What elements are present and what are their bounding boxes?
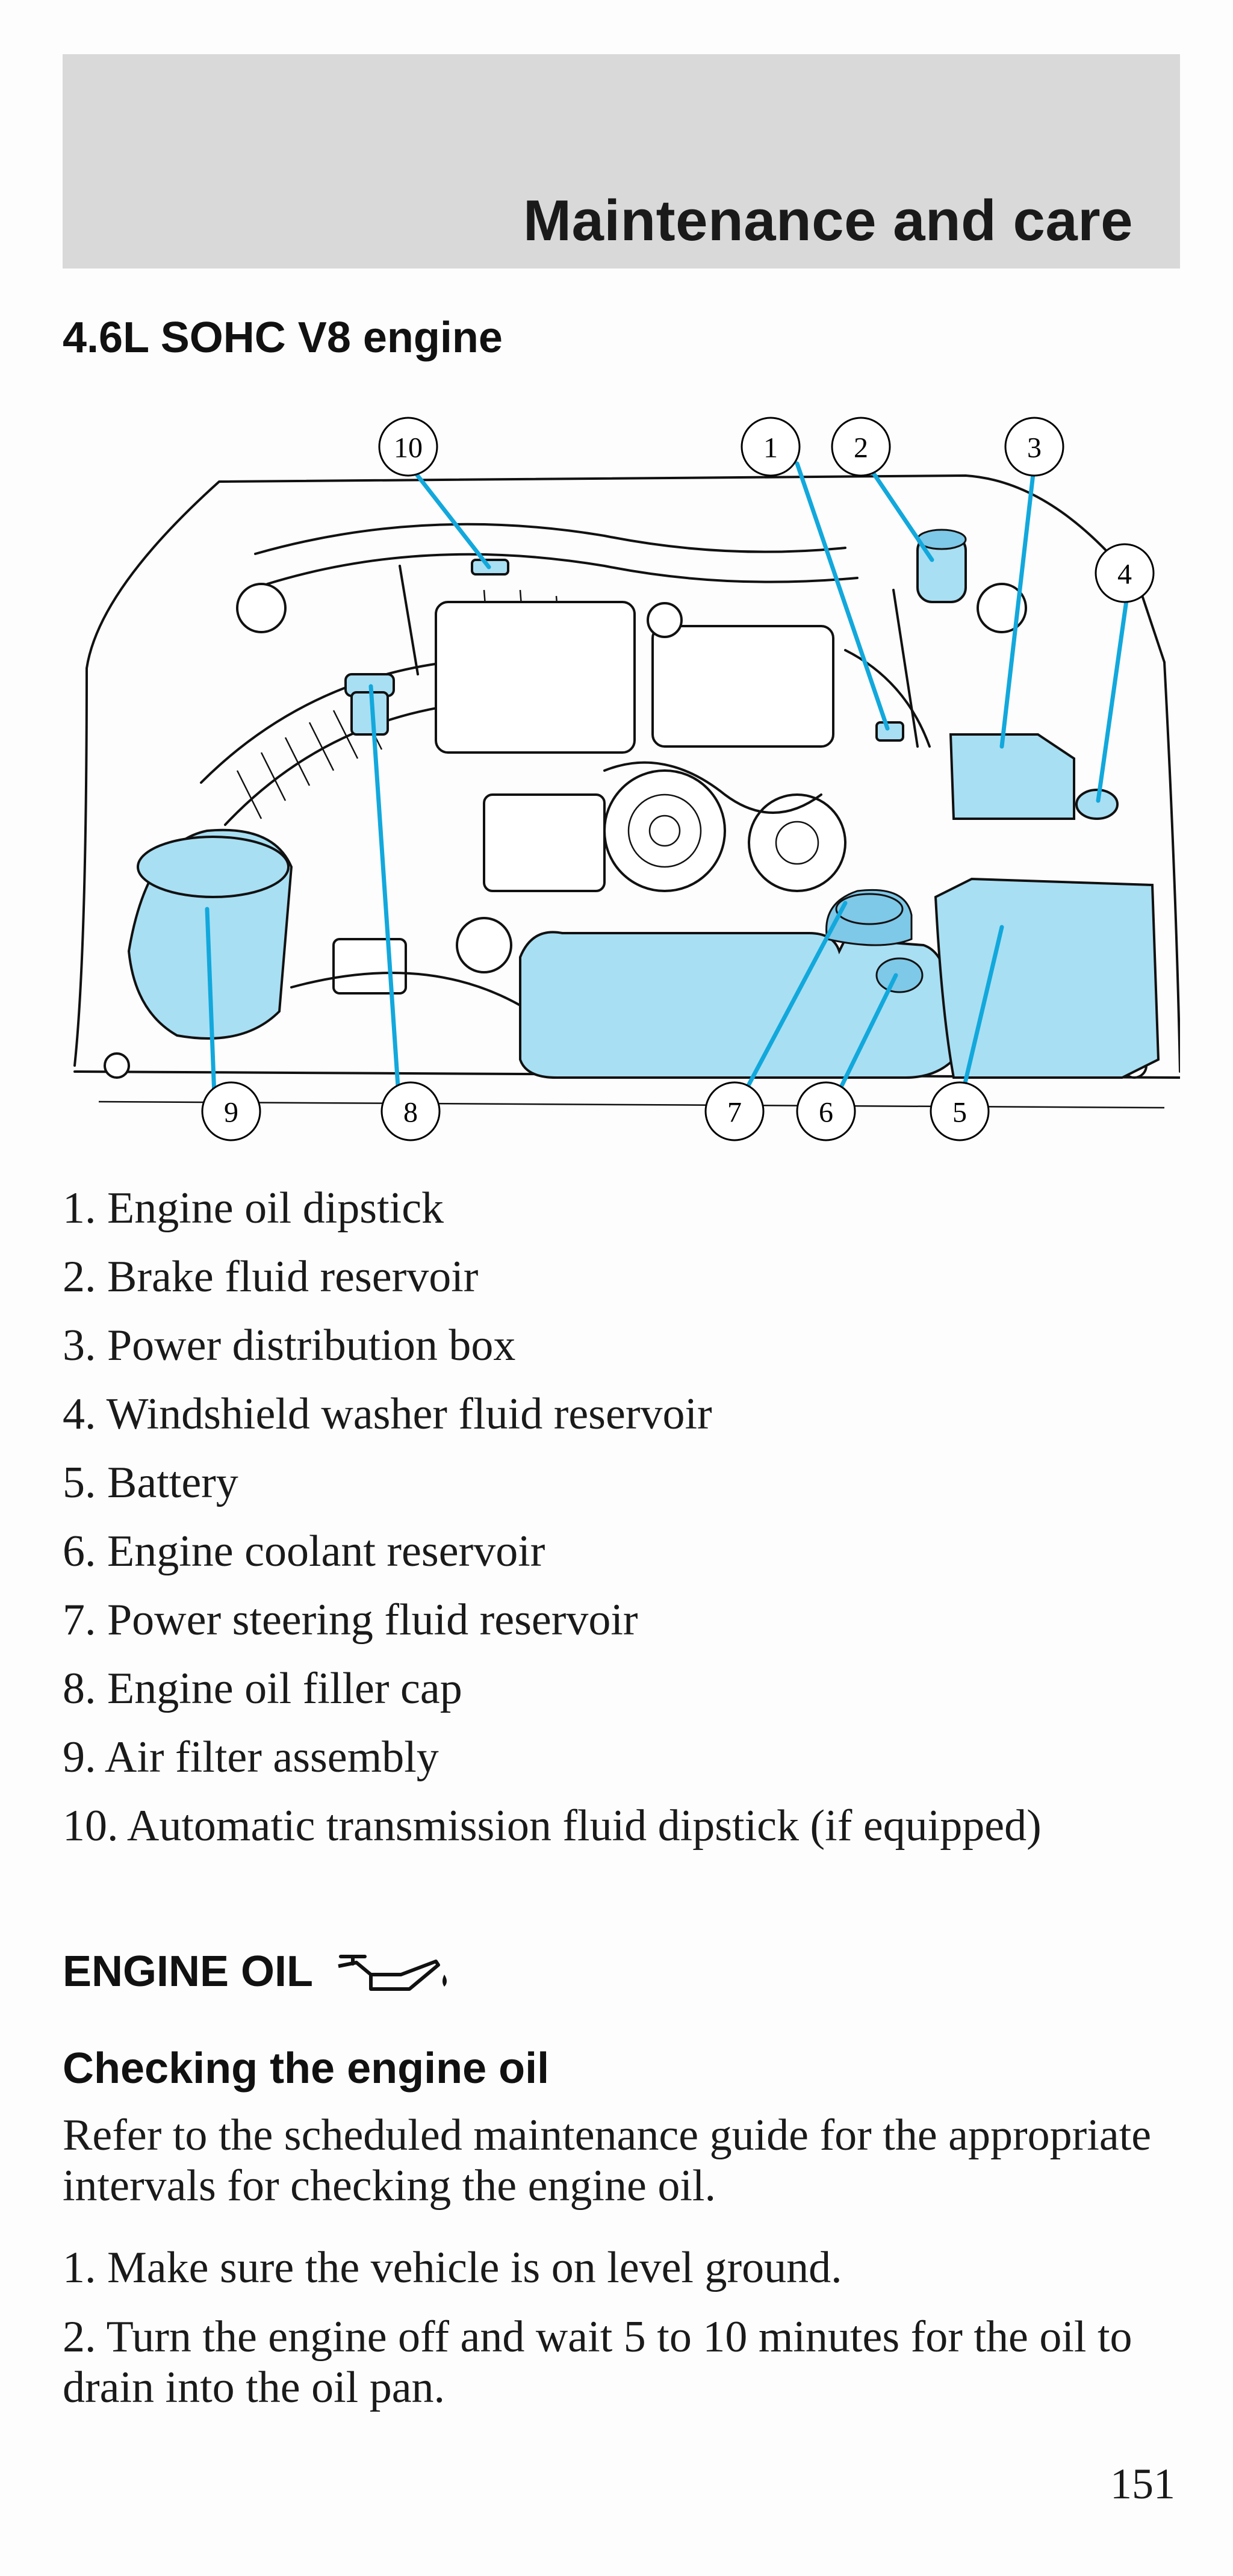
callout-4: 4 bbox=[1095, 543, 1155, 603]
washer-fluid-cap bbox=[1075, 789, 1119, 820]
engine-bracket bbox=[483, 793, 606, 892]
legend-item: 4. Windshield washer fluid reservoir bbox=[63, 1389, 712, 1439]
callout-label: 5 bbox=[952, 1097, 967, 1129]
callout-8: 8 bbox=[380, 1081, 441, 1141]
strut-mount-left bbox=[236, 583, 287, 633]
callout-7: 7 bbox=[704, 1081, 765, 1141]
coolant-reservoir-cap bbox=[875, 957, 924, 993]
legend-item: 2. Brake fluid reservoir bbox=[63, 1252, 479, 1302]
oil-intro-paragraph: Refer to the scheduled maintenance guide… bbox=[63, 2111, 1152, 2211]
leader-8 bbox=[368, 684, 401, 1098]
leader-4 bbox=[1096, 568, 1133, 803]
intake-manifold bbox=[435, 601, 636, 754]
leader-6 bbox=[834, 973, 898, 1098]
callout-label: 3 bbox=[1027, 432, 1042, 464]
callout-label: 10 bbox=[394, 432, 423, 464]
callout-6: 6 bbox=[796, 1081, 856, 1141]
dipstick-tube bbox=[892, 589, 919, 748]
legend-item: 10. Automatic transmission fluid dipstic… bbox=[63, 1801, 1042, 1851]
callout-label: 2 bbox=[854, 432, 868, 464]
callout-label: 8 bbox=[403, 1097, 418, 1129]
callout-3: 3 bbox=[1004, 417, 1064, 477]
oil-step-2: 2. Turn the engine off and wait 5 to 10 … bbox=[63, 2312, 1132, 2412]
leader-1 bbox=[795, 461, 890, 731]
leader-2 bbox=[865, 461, 934, 562]
callout-1: 1 bbox=[741, 417, 801, 477]
legend-item: 1. Engine oil dipstick bbox=[63, 1184, 444, 1233]
callout-label: 1 bbox=[763, 432, 778, 464]
callout-label: 7 bbox=[727, 1097, 742, 1129]
leader-3 bbox=[999, 461, 1037, 749]
oil-step-1: 1. Make sure the vehicle is on level gro… bbox=[63, 2243, 842, 2292]
legend-item: 3. Power distribution box bbox=[63, 1321, 516, 1370]
power-distribution-box bbox=[949, 733, 1075, 820]
left-fender-line bbox=[73, 667, 88, 1067]
callout-10: 10 bbox=[378, 417, 438, 477]
engine-oil-heading: ENGINE OIL bbox=[63, 1944, 455, 1999]
right-fender-line bbox=[1163, 661, 1180, 1073]
oil-can-icon bbox=[338, 1955, 447, 1991]
engine-coolant-reservoir bbox=[519, 931, 955, 1079]
throttle-body bbox=[651, 625, 834, 748]
alternator bbox=[603, 769, 726, 892]
component-legend: 1. Engine oil dipstick 2. Brake fluid re… bbox=[63, 1183, 1182, 1869]
callout-label: 9 bbox=[224, 1097, 238, 1129]
legend-item: 8. Engine oil filler cap bbox=[63, 1664, 462, 1713]
callout-label: 4 bbox=[1117, 559, 1132, 591]
leader-9 bbox=[205, 907, 217, 1098]
leader-10 bbox=[406, 461, 491, 570]
transmission-dipstick-tube bbox=[399, 565, 419, 675]
legend-item: 9. Air filter assembly bbox=[63, 1733, 439, 1782]
legend-item: 6. Engine coolant reservoir bbox=[63, 1527, 545, 1576]
callout-2: 2 bbox=[831, 417, 891, 477]
pulley bbox=[748, 793, 846, 892]
intake-hose bbox=[200, 661, 449, 784]
callout-9: 9 bbox=[201, 1081, 261, 1141]
callout-label: 6 bbox=[819, 1097, 833, 1129]
header-band: Maintenance and care bbox=[63, 54, 1180, 268]
leader-5 bbox=[960, 925, 1004, 1098]
legend-item: 7. Power steering fluid reservoir bbox=[63, 1595, 638, 1645]
drive-belt bbox=[603, 761, 822, 814]
checking-oil-subheading: Checking the engine oil bbox=[63, 2044, 550, 2093]
upper-tube bbox=[254, 523, 846, 555]
page-number: 151 bbox=[1110, 2460, 1175, 2508]
engine-compartment-illustration: 10 1 2 3 4 9 8 bbox=[63, 409, 1180, 1156]
lower-hose bbox=[290, 972, 521, 1007]
legend-item: 5. Battery bbox=[63, 1458, 238, 1507]
engine-oil-title: ENGINE OIL bbox=[63, 1948, 314, 1996]
battery bbox=[934, 877, 1160, 1079]
hose-ribs bbox=[236, 701, 383, 819]
callout-5: 5 bbox=[930, 1081, 990, 1141]
strut-mount-right bbox=[977, 583, 1027, 633]
page-title: Maintenance and care bbox=[523, 188, 1133, 253]
hood-outline bbox=[85, 474, 1166, 669]
engine-oil-dipstick-handle bbox=[875, 721, 904, 742]
leader-7 bbox=[741, 901, 848, 1098]
section-title: 4.6L SOHC V8 engine bbox=[63, 314, 503, 362]
